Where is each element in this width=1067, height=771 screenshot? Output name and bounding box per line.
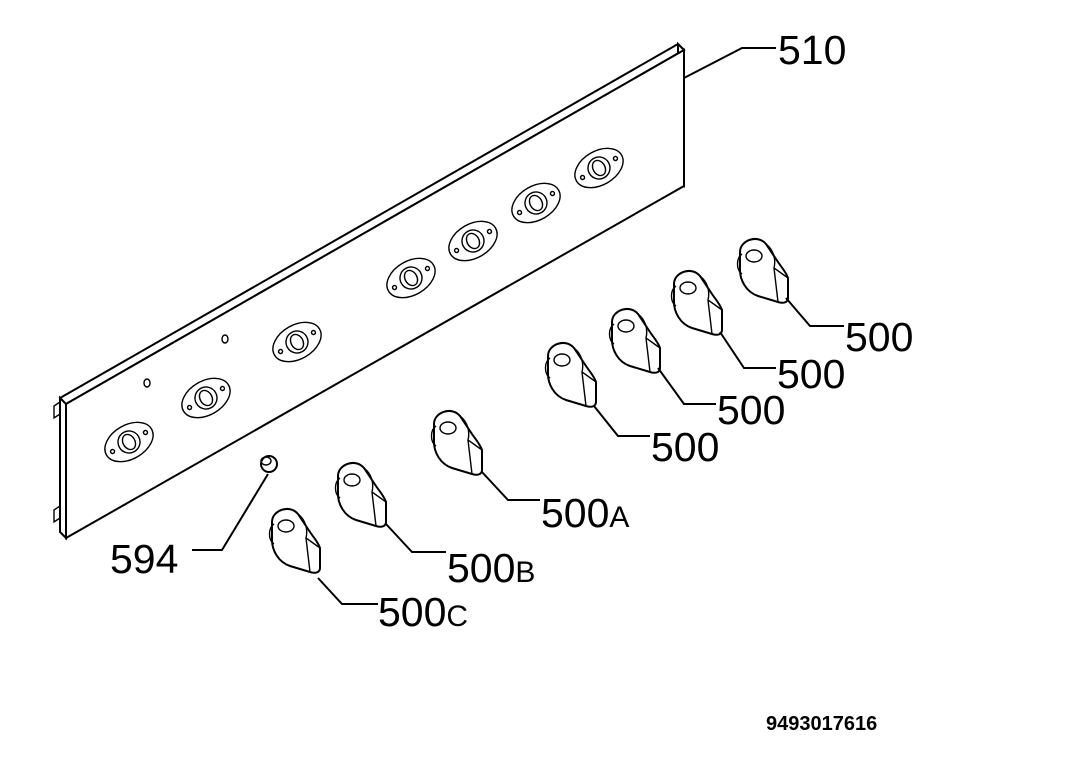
knob-500a xyxy=(430,409,483,476)
rosette-1 xyxy=(104,421,154,463)
knob-500-3 xyxy=(670,269,723,336)
document-number: 9493017616 xyxy=(766,713,877,735)
knob-500c xyxy=(268,507,321,574)
callout-500-2: 500 xyxy=(717,387,785,433)
rosette-5 xyxy=(448,220,498,262)
spacer-594 xyxy=(260,455,278,473)
callout-510: 510 xyxy=(778,27,846,73)
callout-594: 594 xyxy=(110,536,178,582)
knob-500-2 xyxy=(608,307,661,374)
callout-500-3: 500 xyxy=(777,351,845,397)
rosette-4 xyxy=(386,257,436,299)
rosette-6 xyxy=(511,182,561,224)
callout-500-4: 500 xyxy=(845,314,913,360)
callout-500-1: 500 xyxy=(651,424,719,470)
control-panel-510 xyxy=(53,41,686,541)
callout-500a: 500A xyxy=(541,490,629,536)
knob-500-4 xyxy=(736,237,789,304)
rosette-3 xyxy=(272,321,322,363)
callout-500c: 500C xyxy=(378,589,468,635)
callout-500b: 500B xyxy=(447,545,535,591)
leader-lines xyxy=(192,47,844,605)
rosette-2 xyxy=(181,377,231,419)
knob-rosettes xyxy=(104,147,624,463)
rosette-7 xyxy=(574,147,624,189)
knob-500b xyxy=(334,461,387,528)
knob-500-1 xyxy=(544,341,597,408)
